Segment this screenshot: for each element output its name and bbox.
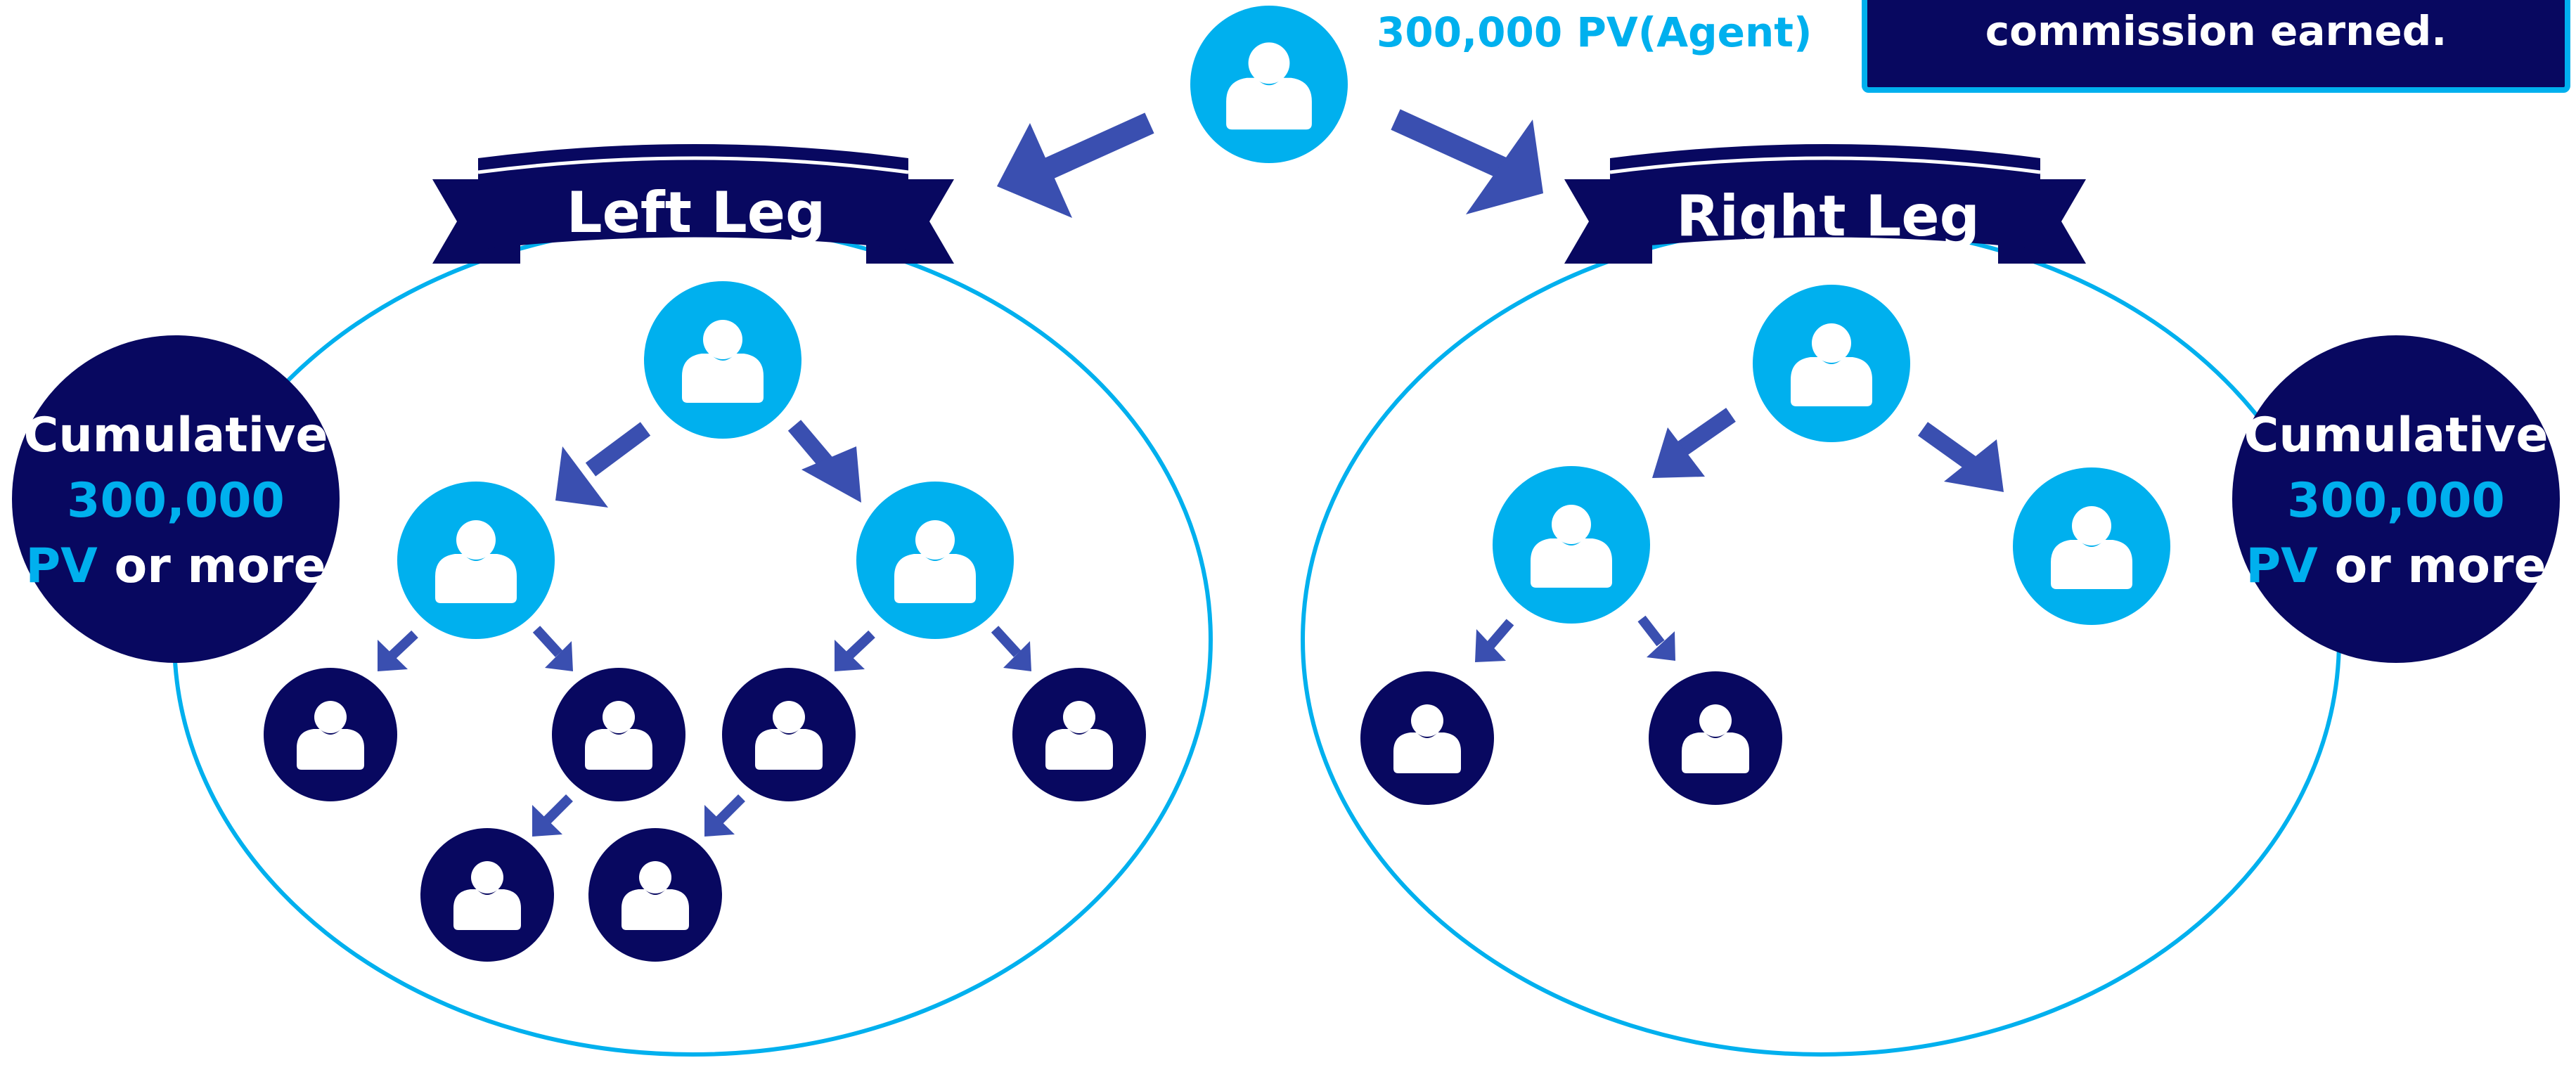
right-member-l2a xyxy=(1493,466,1650,624)
right-member-root xyxy=(1753,285,1910,442)
right-leg-banner: Right Leg xyxy=(1564,144,2086,264)
left-member-l2a xyxy=(397,482,555,639)
right-leg-title: Right Leg xyxy=(1676,183,1980,249)
left-badge-pv: PV xyxy=(25,538,98,594)
arrow-to-left-leg xyxy=(997,112,1154,218)
callout-text: commission earned. xyxy=(1985,7,2447,55)
left-member-l4b xyxy=(588,828,722,962)
left-badge-line3: PV or more xyxy=(25,538,326,594)
commission-callout: commission earned. xyxy=(1862,0,2570,93)
left-member-l4a xyxy=(420,828,554,962)
left-arrows-l2 xyxy=(378,626,1031,671)
left-leg-title: Left Leg xyxy=(567,180,826,245)
right-arrows-l2 xyxy=(1475,615,1675,662)
right-badge-rest: or more xyxy=(2318,538,2546,594)
left-arrows-l3 xyxy=(532,794,745,837)
right-arrows-l1 xyxy=(1652,408,2004,492)
left-badge-rest: or more xyxy=(98,538,326,594)
left-member-l2b xyxy=(856,482,1014,639)
right-cumulative-badge: Cumulative 300,000 PV or more xyxy=(2232,335,2560,663)
left-badge-line1: Cumulative xyxy=(23,408,328,463)
right-member-l3b xyxy=(1649,671,1782,805)
right-badge-pv: PV xyxy=(2246,538,2318,594)
right-badge-line2: 300,000 xyxy=(2287,473,2505,529)
agent-node xyxy=(1190,6,1348,163)
arrow-to-right-leg xyxy=(1391,109,1543,214)
left-member-l3d xyxy=(1012,668,1146,801)
agent-pv-label: 300,000 PV(Agent) xyxy=(1377,8,1812,56)
right-badge-line3: PV or more xyxy=(2246,538,2546,594)
right-member-l2b xyxy=(2013,467,2170,625)
left-badge-line2: 300,000 xyxy=(67,473,285,529)
left-arrows-l1 xyxy=(555,420,861,508)
right-member-l3a xyxy=(1360,671,1494,805)
right-badge-line1: Cumulative xyxy=(2243,408,2548,463)
left-member-root xyxy=(644,281,801,439)
left-leg-banner: Left Leg xyxy=(432,144,954,264)
left-member-l3b xyxy=(552,668,685,801)
left-member-l3a xyxy=(264,668,397,801)
left-cumulative-badge: Cumulative 300,000 PV or more xyxy=(12,335,340,663)
left-member-l3c xyxy=(722,668,856,801)
